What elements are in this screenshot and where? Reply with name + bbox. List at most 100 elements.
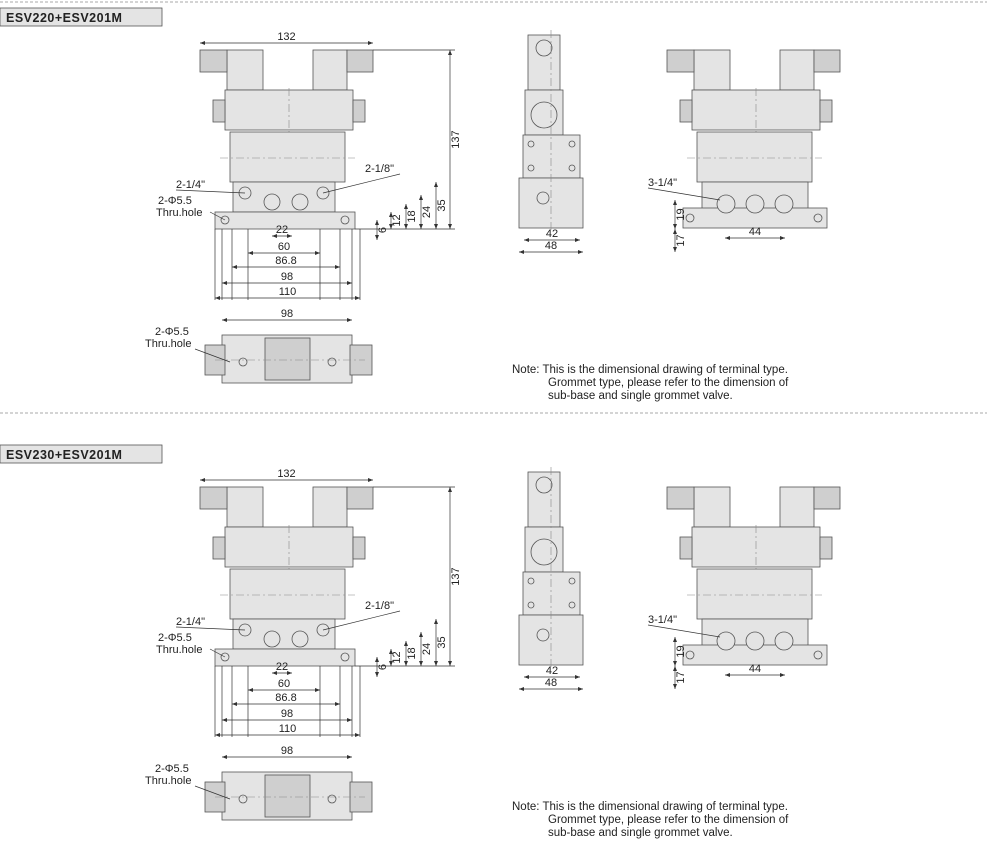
connector-nut-icon — [535, 39, 553, 57]
screw-icon — [568, 140, 576, 148]
screw-icon — [527, 577, 535, 585]
left-manual-override-icon — [212, 536, 226, 560]
dim-22-arrows — [272, 234, 292, 238]
dim-22-arrows — [272, 671, 292, 675]
note-line: Note: This is the dimensional drawing of… — [512, 801, 788, 813]
leader — [209, 211, 226, 221]
dim-35-arrows — [434, 619, 438, 666]
port — [716, 194, 736, 214]
port-label-1-4: 2-1/4" — [176, 616, 205, 628]
left-coil — [226, 486, 264, 528]
dim-48-label: 48 — [545, 240, 557, 252]
port-a — [291, 630, 309, 648]
dim-137-label: 137 — [450, 567, 462, 585]
note-line: sub-base and single grommet valve. — [548, 827, 733, 839]
dim-35-label: 35 — [436, 636, 448, 648]
manifold-block — [264, 337, 311, 381]
dim-17-label: 17 — [675, 671, 687, 683]
dim-18-label: 18 — [406, 647, 418, 659]
port — [774, 194, 794, 214]
left-manual-override-icon — [212, 99, 226, 123]
screw-icon — [527, 164, 535, 172]
dim-17-label: 17 — [675, 234, 687, 246]
mount-hole — [340, 652, 350, 662]
right-connector-icon — [813, 486, 841, 510]
right-manual-override-icon — [352, 99, 366, 123]
note-line: Grommet type, please refer to the dimens… — [548, 814, 789, 826]
leader — [322, 173, 401, 194]
right-coil — [312, 49, 348, 91]
left-connector-icon — [199, 486, 228, 510]
dim-60-label: 60 — [278, 678, 290, 690]
note-line: Grommet type, please refer to the dimens… — [548, 377, 789, 389]
dim-19-label: 19 — [675, 208, 687, 220]
connector-nut-icon — [535, 476, 553, 494]
port — [745, 631, 765, 651]
right-coil — [779, 49, 815, 91]
left-coil — [693, 49, 731, 91]
screw-icon — [568, 601, 576, 609]
hole-label: 2-Φ5.5 — [158, 195, 192, 207]
right-connector-icon — [346, 49, 374, 73]
sub-base-feet — [214, 648, 356, 667]
dim-6-arrows — [375, 220, 379, 240]
right-coil — [779, 486, 815, 528]
hole-note-label-top: Thru.hole — [145, 775, 191, 787]
mount-hole — [813, 650, 823, 660]
hole-note-label: Thru.hole — [156, 644, 202, 656]
right-connector-icon — [346, 486, 374, 510]
dim-24-label: 24 — [421, 643, 433, 655]
valve-body — [229, 131, 346, 183]
port — [745, 194, 765, 214]
dim-132-label: 132 — [277, 31, 295, 43]
dim-22-label: 22 — [276, 661, 288, 673]
dim-110-label: 110 — [279, 723, 297, 735]
valve-body — [696, 568, 813, 620]
port-b — [263, 630, 281, 648]
dim-19-label: 19 — [675, 645, 687, 657]
dim-18-arrows — [404, 641, 408, 666]
left-coil — [693, 486, 731, 528]
dim-98-top-label: 98 — [281, 308, 293, 320]
dim-44-label: 44 — [749, 226, 761, 238]
dim-98-label: 98 — [281, 271, 293, 283]
dim-35-arrows — [434, 182, 438, 229]
section-2: ESV230+ESV201M132137352418126226086.8981… — [0, 412, 987, 839]
dim-6-label: 6 — [377, 664, 389, 670]
dim-60-label: 60 — [278, 241, 290, 253]
leader — [647, 187, 721, 201]
port-label-1-4: 2-1/4" — [176, 179, 205, 191]
dim-132-label: 132 — [277, 468, 295, 480]
dim-110-label: 110 — [279, 286, 297, 298]
dim-18-label: 18 — [406, 210, 418, 222]
leader — [322, 610, 401, 631]
left-connector-icon — [199, 49, 228, 73]
sub-base-feet — [214, 211, 356, 230]
hole-label-top: 2-Φ5.5 — [155, 326, 189, 338]
dim-42-label: 42 — [546, 228, 558, 240]
port-label-1-8: 2-1/8" — [365, 163, 394, 175]
left-connector-icon — [666, 486, 695, 510]
side-port — [536, 628, 550, 642]
mount-hole — [685, 213, 695, 223]
dim-42-label: 42 — [546, 665, 558, 677]
section-title: ESV230+ESV201M — [6, 448, 122, 462]
valve-body — [696, 131, 813, 183]
override-knob-icon — [530, 101, 558, 129]
dim-6-arrows — [375, 657, 379, 677]
screw-icon — [527, 140, 535, 148]
section-1: ESV220+ESV201M132137352418126226086.8981… — [0, 1, 987, 402]
mount-hole — [340, 215, 350, 225]
note-line: sub-base and single grommet valve. — [548, 390, 733, 402]
dim-18-arrows — [404, 204, 408, 229]
leader — [194, 785, 231, 800]
valve-body — [229, 568, 346, 620]
right-manual-override-icon — [819, 536, 833, 560]
port-a — [291, 193, 309, 211]
note-line: Note: This is the dimensional drawing of… — [512, 364, 788, 376]
manifold-block — [264, 774, 311, 818]
